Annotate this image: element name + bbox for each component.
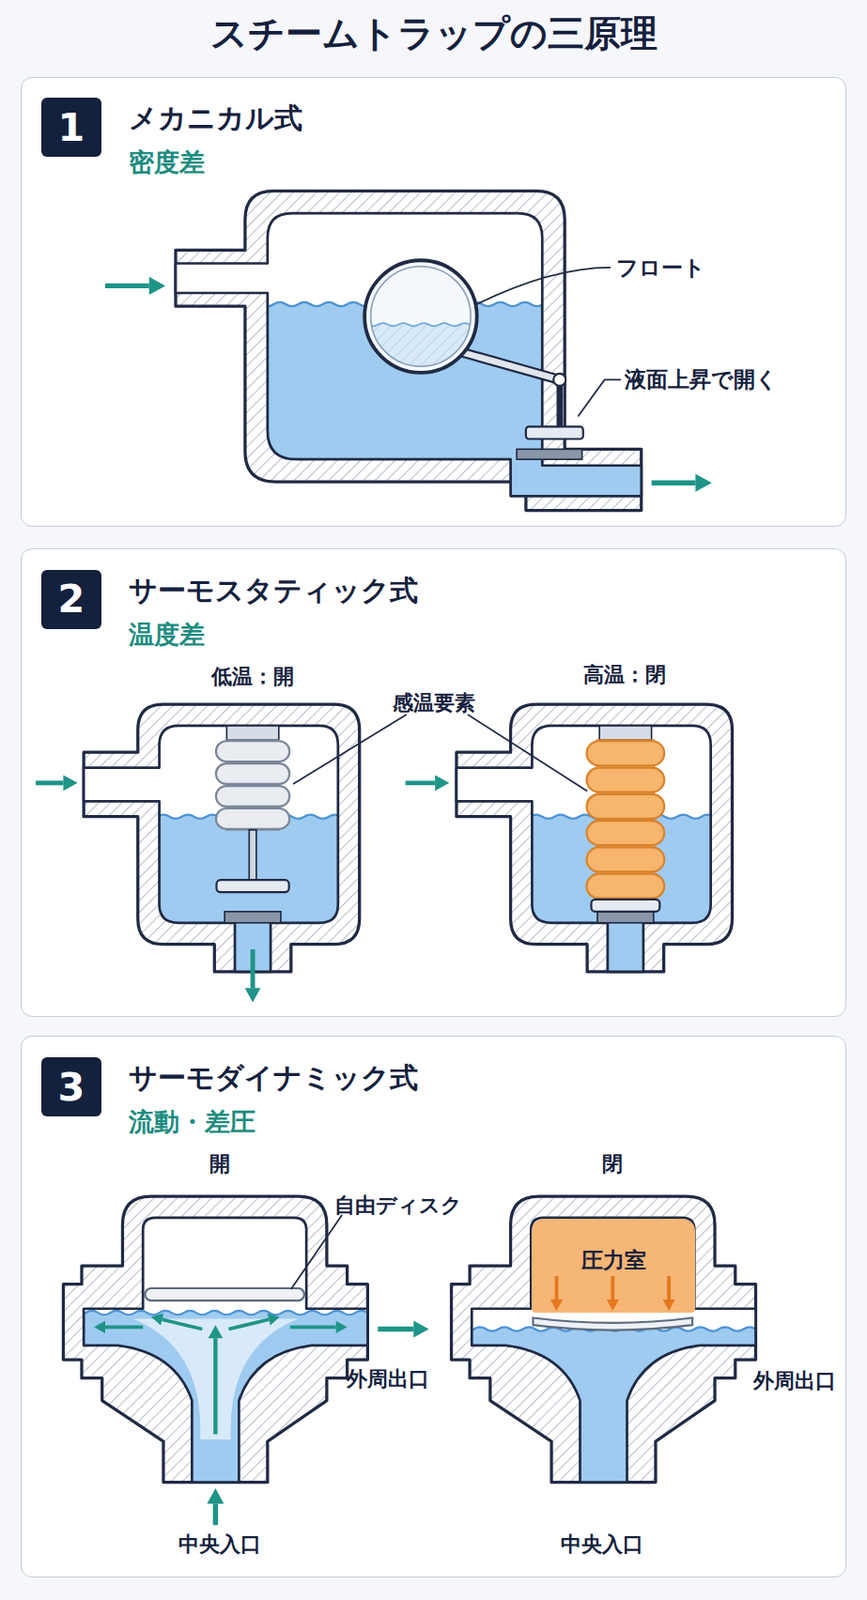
part-label: 中央入口 bbox=[178, 1530, 262, 1558]
part-label: 外周出口 bbox=[753, 1366, 837, 1394]
number-badge: 1 bbox=[41, 97, 101, 157]
panel-heading: サーモダイナミック式 bbox=[128, 1059, 419, 1099]
number-badge: 2 bbox=[41, 570, 101, 630]
pressure-chamber: 圧力室 bbox=[531, 1219, 696, 1314]
part-label: フロート bbox=[616, 252, 706, 282]
part-label: 外周出口 bbox=[346, 1364, 430, 1393]
part-label: 開 bbox=[209, 1150, 231, 1178]
part-label: 感温要素 bbox=[392, 688, 476, 716]
principle-panel: メカニカル式密度差 1 bbox=[20, 77, 848, 527]
principle-panel: サーモスタティック式温度差 2 bbox=[20, 548, 848, 1018]
badge-number: 1 bbox=[41, 97, 101, 157]
number-badge: 3 bbox=[41, 1057, 101, 1117]
badge-number: 2 bbox=[41, 570, 101, 630]
part-label: 閉 bbox=[602, 1150, 623, 1178]
part-label: 低温：開 bbox=[211, 662, 295, 690]
part-label: 液面上昇で開く bbox=[624, 365, 778, 395]
part-label: 中央入口 bbox=[560, 1530, 644, 1558]
part-label: 高温：閉 bbox=[583, 660, 666, 688]
chamber-label: 圧力室 bbox=[531, 1246, 696, 1276]
panel-subheading: 温度差 bbox=[128, 618, 205, 652]
panel-heading: サーモスタティック式 bbox=[128, 572, 419, 611]
panel-subheading: 密度差 bbox=[128, 145, 205, 180]
part-label: 自由ディスク bbox=[334, 1191, 463, 1219]
panel-heading: メカニカル式 bbox=[128, 99, 303, 139]
principle-panel: サーモダイナミック式流動・差圧 3 圧力室 bbox=[20, 1036, 848, 1578]
panel-subheading: 流動・差圧 bbox=[128, 1105, 256, 1140]
badge-number: 3 bbox=[41, 1057, 101, 1117]
diagram-title: スチームトラップの三原理 bbox=[0, 8, 867, 60]
